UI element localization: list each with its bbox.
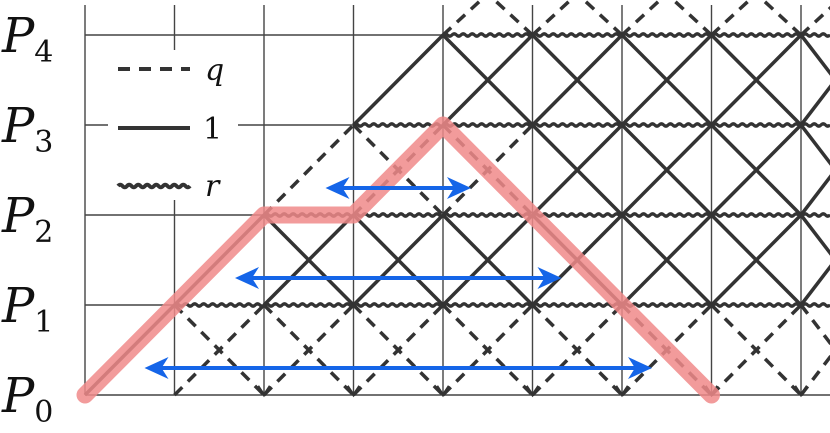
mesh-diagonal-down [799, 123, 830, 166]
level-label-p1: P1 [1, 278, 53, 340]
mesh-diagonal-down [262, 213, 355, 307]
level-label-p3: P3 [1, 98, 53, 160]
mesh-diagonal-down [352, 213, 445, 307]
mesh-diagonal-down [531, 123, 624, 217]
arrow-head-left [325, 177, 350, 199]
level-label-p0: P0 [1, 368, 53, 430]
mesh-diagonal-down [710, 33, 803, 127]
mesh-diagonal-down [799, 33, 830, 76]
mesh-diagonal-down [531, 303, 624, 397]
mesh-diagonal-down [352, 303, 445, 397]
mesh-wavy-line [352, 122, 830, 128]
mesh-diagonal-down [531, 33, 624, 127]
mesh-diagonal-down [799, 303, 830, 346]
mesh-edge [352, 33, 445, 127]
legend-wavy-line [116, 182, 192, 190]
mesh-diagonal-up [799, 354, 830, 397]
mesh-top-edge [582, 0, 624, 37]
arrow-head-left [235, 267, 259, 289]
mesh-diagonal-down [262, 303, 355, 397]
mesh-tick [435, 385, 451, 398]
mesh-diagonal-down [799, 213, 830, 256]
arrow-head-right [628, 357, 652, 379]
mesh-diagonal-down [620, 123, 713, 217]
mesh-diagonal-up [799, 264, 830, 307]
mesh-top-edge [620, 0, 662, 37]
mesh-diagonal-down [710, 123, 803, 217]
mesh-top-edge [672, 0, 713, 37]
mesh-wavy-line [173, 302, 830, 308]
mesh-diagonal-up [799, 84, 830, 127]
mesh-top-edge [531, 0, 572, 37]
mesh-edge [262, 123, 355, 217]
mesh-top-edge [799, 5, 830, 37]
legend: q 1 r [108, 50, 238, 204]
mesh-diagonal-down [173, 303, 266, 397]
arrow-head-right [537, 267, 562, 289]
mesh-diagonal-down [710, 303, 803, 397]
mesh-tick [614, 385, 630, 398]
mesh-tick [793, 385, 809, 398]
mesh-top-edge [710, 0, 751, 37]
blue-arrows [144, 177, 652, 379]
mesh-tick [525, 385, 540, 398]
mesh-tick [346, 385, 361, 398]
mesh-top-edge [761, 0, 803, 37]
mesh-wavy-line [441, 32, 830, 38]
legend-background [108, 50, 238, 200]
mesh-diagonal-down [441, 213, 534, 307]
double-arrow [235, 267, 562, 289]
mesh-top-edge [493, 0, 534, 37]
double-arrow [144, 357, 652, 379]
level-label-p2: P2 [1, 188, 53, 250]
legend-dashed-label: q [205, 53, 224, 88]
mesh-diagonal-down [620, 33, 713, 127]
legend-wavy-label: r [205, 169, 221, 204]
highlighted-path-line [76, 116, 720, 404]
mesh-diagonal-up [799, 174, 830, 217]
mesh-diagonal-down [441, 303, 534, 397]
mesh-top-edge [441, 0, 483, 37]
double-arrow [325, 177, 471, 199]
level-label-p4: P4 [1, 8, 53, 70]
mesh-diagonal-down [620, 213, 713, 307]
arrow-head-right [447, 177, 471, 199]
legend-solid-label: 1 [203, 112, 222, 147]
mesh-diagonal-down [710, 213, 803, 307]
level-labels: P0 P1 P2 P3 P4 [1, 8, 53, 430]
highlighted-path [76, 116, 720, 404]
arrow-head-left [144, 357, 169, 379]
mesh-tick [256, 385, 272, 398]
mesh-diagonal-down [441, 33, 534, 127]
